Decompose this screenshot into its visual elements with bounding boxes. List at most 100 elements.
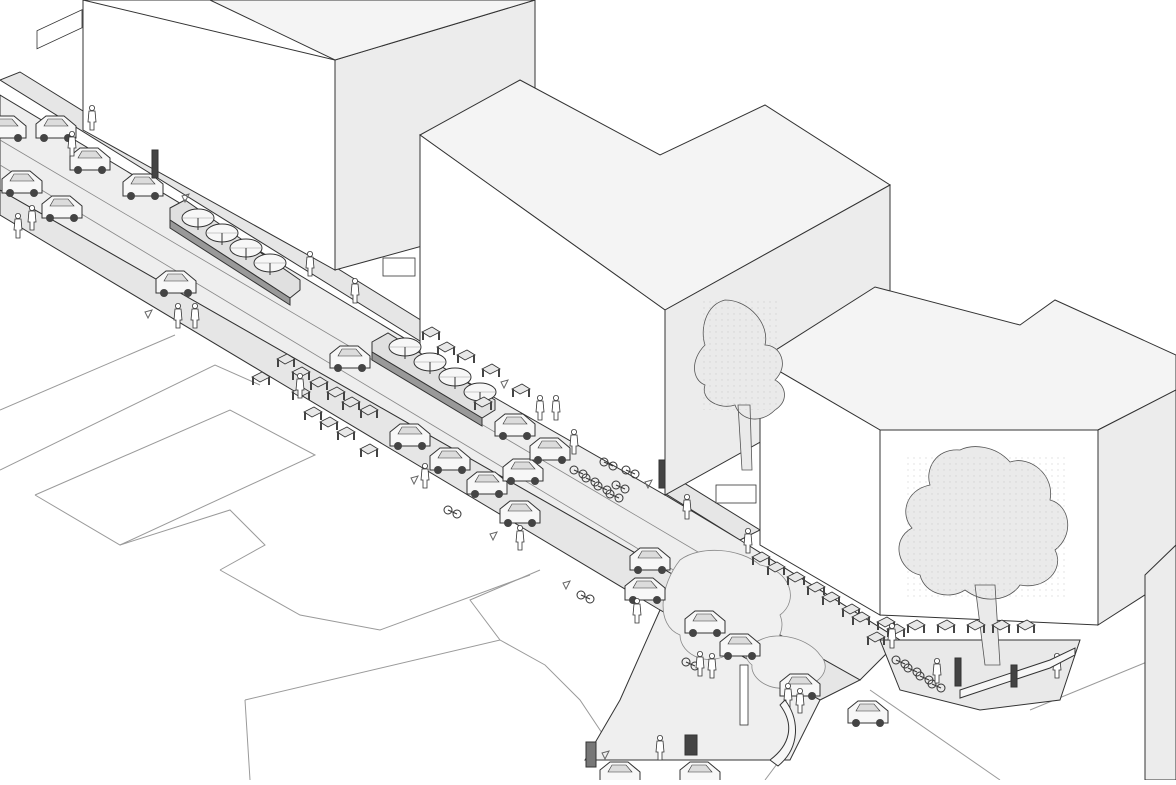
person <box>932 657 942 684</box>
bicycle <box>611 480 630 494</box>
cafe-table <box>751 551 771 565</box>
person <box>295 372 305 399</box>
cafe-table <box>436 341 456 355</box>
bike-rack-group <box>443 457 946 693</box>
cafe-umbrella <box>229 238 263 260</box>
cafe-table <box>473 396 493 410</box>
car <box>599 761 641 785</box>
tree-silhouettes <box>694 299 1069 666</box>
car-group <box>0 115 889 785</box>
cafe-table <box>309 376 329 390</box>
person-group <box>13 104 1062 761</box>
cafe-table <box>326 386 346 400</box>
cafe-table <box>851 611 871 625</box>
cafe-table <box>421 326 441 340</box>
person <box>190 302 200 329</box>
cafe-table <box>991 619 1011 633</box>
cafe-umbrella <box>181 208 215 230</box>
car <box>502 458 544 485</box>
car <box>122 173 164 200</box>
person <box>13 212 23 239</box>
car <box>41 195 83 222</box>
cafe-table <box>251 371 271 385</box>
car <box>684 610 726 637</box>
bicycle <box>599 457 618 471</box>
cafe-table <box>806 581 826 595</box>
person <box>515 524 525 551</box>
cafe-umbrella <box>205 223 239 245</box>
person <box>682 493 692 520</box>
car <box>499 500 541 527</box>
bicycle <box>621 465 640 479</box>
person <box>569 428 579 455</box>
cafe-table <box>319 416 339 430</box>
cafe-table <box>456 349 476 363</box>
cafe-table <box>786 571 806 585</box>
cafe-table <box>359 404 379 418</box>
person <box>743 527 753 554</box>
cafe-table <box>303 406 323 420</box>
car <box>847 700 889 727</box>
bicycle <box>443 505 462 519</box>
cafe-table <box>841 603 861 617</box>
car <box>155 270 197 297</box>
cafe-table <box>821 591 841 605</box>
person <box>305 250 315 277</box>
bicycle <box>581 473 600 487</box>
road-arrows <box>144 193 653 761</box>
car <box>389 423 431 450</box>
car <box>429 447 471 474</box>
car <box>629 547 671 574</box>
table-group <box>251 326 1036 645</box>
cafe-table <box>359 443 379 457</box>
corner-sidewalk <box>879 639 1081 711</box>
cafe-umbrella <box>253 253 287 275</box>
signposts <box>151 149 1018 768</box>
cafe-table <box>511 383 531 397</box>
cafe-table <box>766 561 786 575</box>
person <box>420 462 430 489</box>
bollards <box>36 9 757 504</box>
person <box>551 394 561 421</box>
person <box>795 687 805 714</box>
person <box>695 650 705 677</box>
car <box>329 345 371 372</box>
bicycle <box>576 590 595 604</box>
person <box>87 104 97 131</box>
person <box>632 597 642 624</box>
cafe-umbrella <box>438 367 472 389</box>
bicycle <box>915 671 934 685</box>
car <box>679 761 721 785</box>
cafe-table <box>866 631 886 645</box>
cafe-umbrella <box>388 337 422 359</box>
cafe-table <box>936 619 956 633</box>
person <box>350 277 360 304</box>
car <box>624 577 666 604</box>
cafe-table <box>481 363 501 377</box>
car <box>466 471 508 498</box>
cafe-table <box>1016 619 1036 633</box>
umbrella-group <box>181 208 497 404</box>
person <box>655 734 665 761</box>
bicycle <box>927 679 946 693</box>
person <box>27 204 37 231</box>
person <box>535 394 545 421</box>
person <box>173 302 183 329</box>
cafe-table <box>276 353 296 367</box>
cafe-table <box>336 426 356 440</box>
car <box>69 147 111 174</box>
car <box>719 633 761 660</box>
car <box>0 115 27 142</box>
building-4-edge <box>1144 544 1176 781</box>
cafe-umbrella <box>413 352 447 374</box>
car <box>529 437 571 464</box>
person <box>67 130 77 157</box>
cafe-table <box>906 619 926 633</box>
car <box>494 413 536 440</box>
car <box>1 170 43 197</box>
cafe-table <box>341 396 361 410</box>
bicycle <box>605 489 624 503</box>
person <box>707 652 717 679</box>
